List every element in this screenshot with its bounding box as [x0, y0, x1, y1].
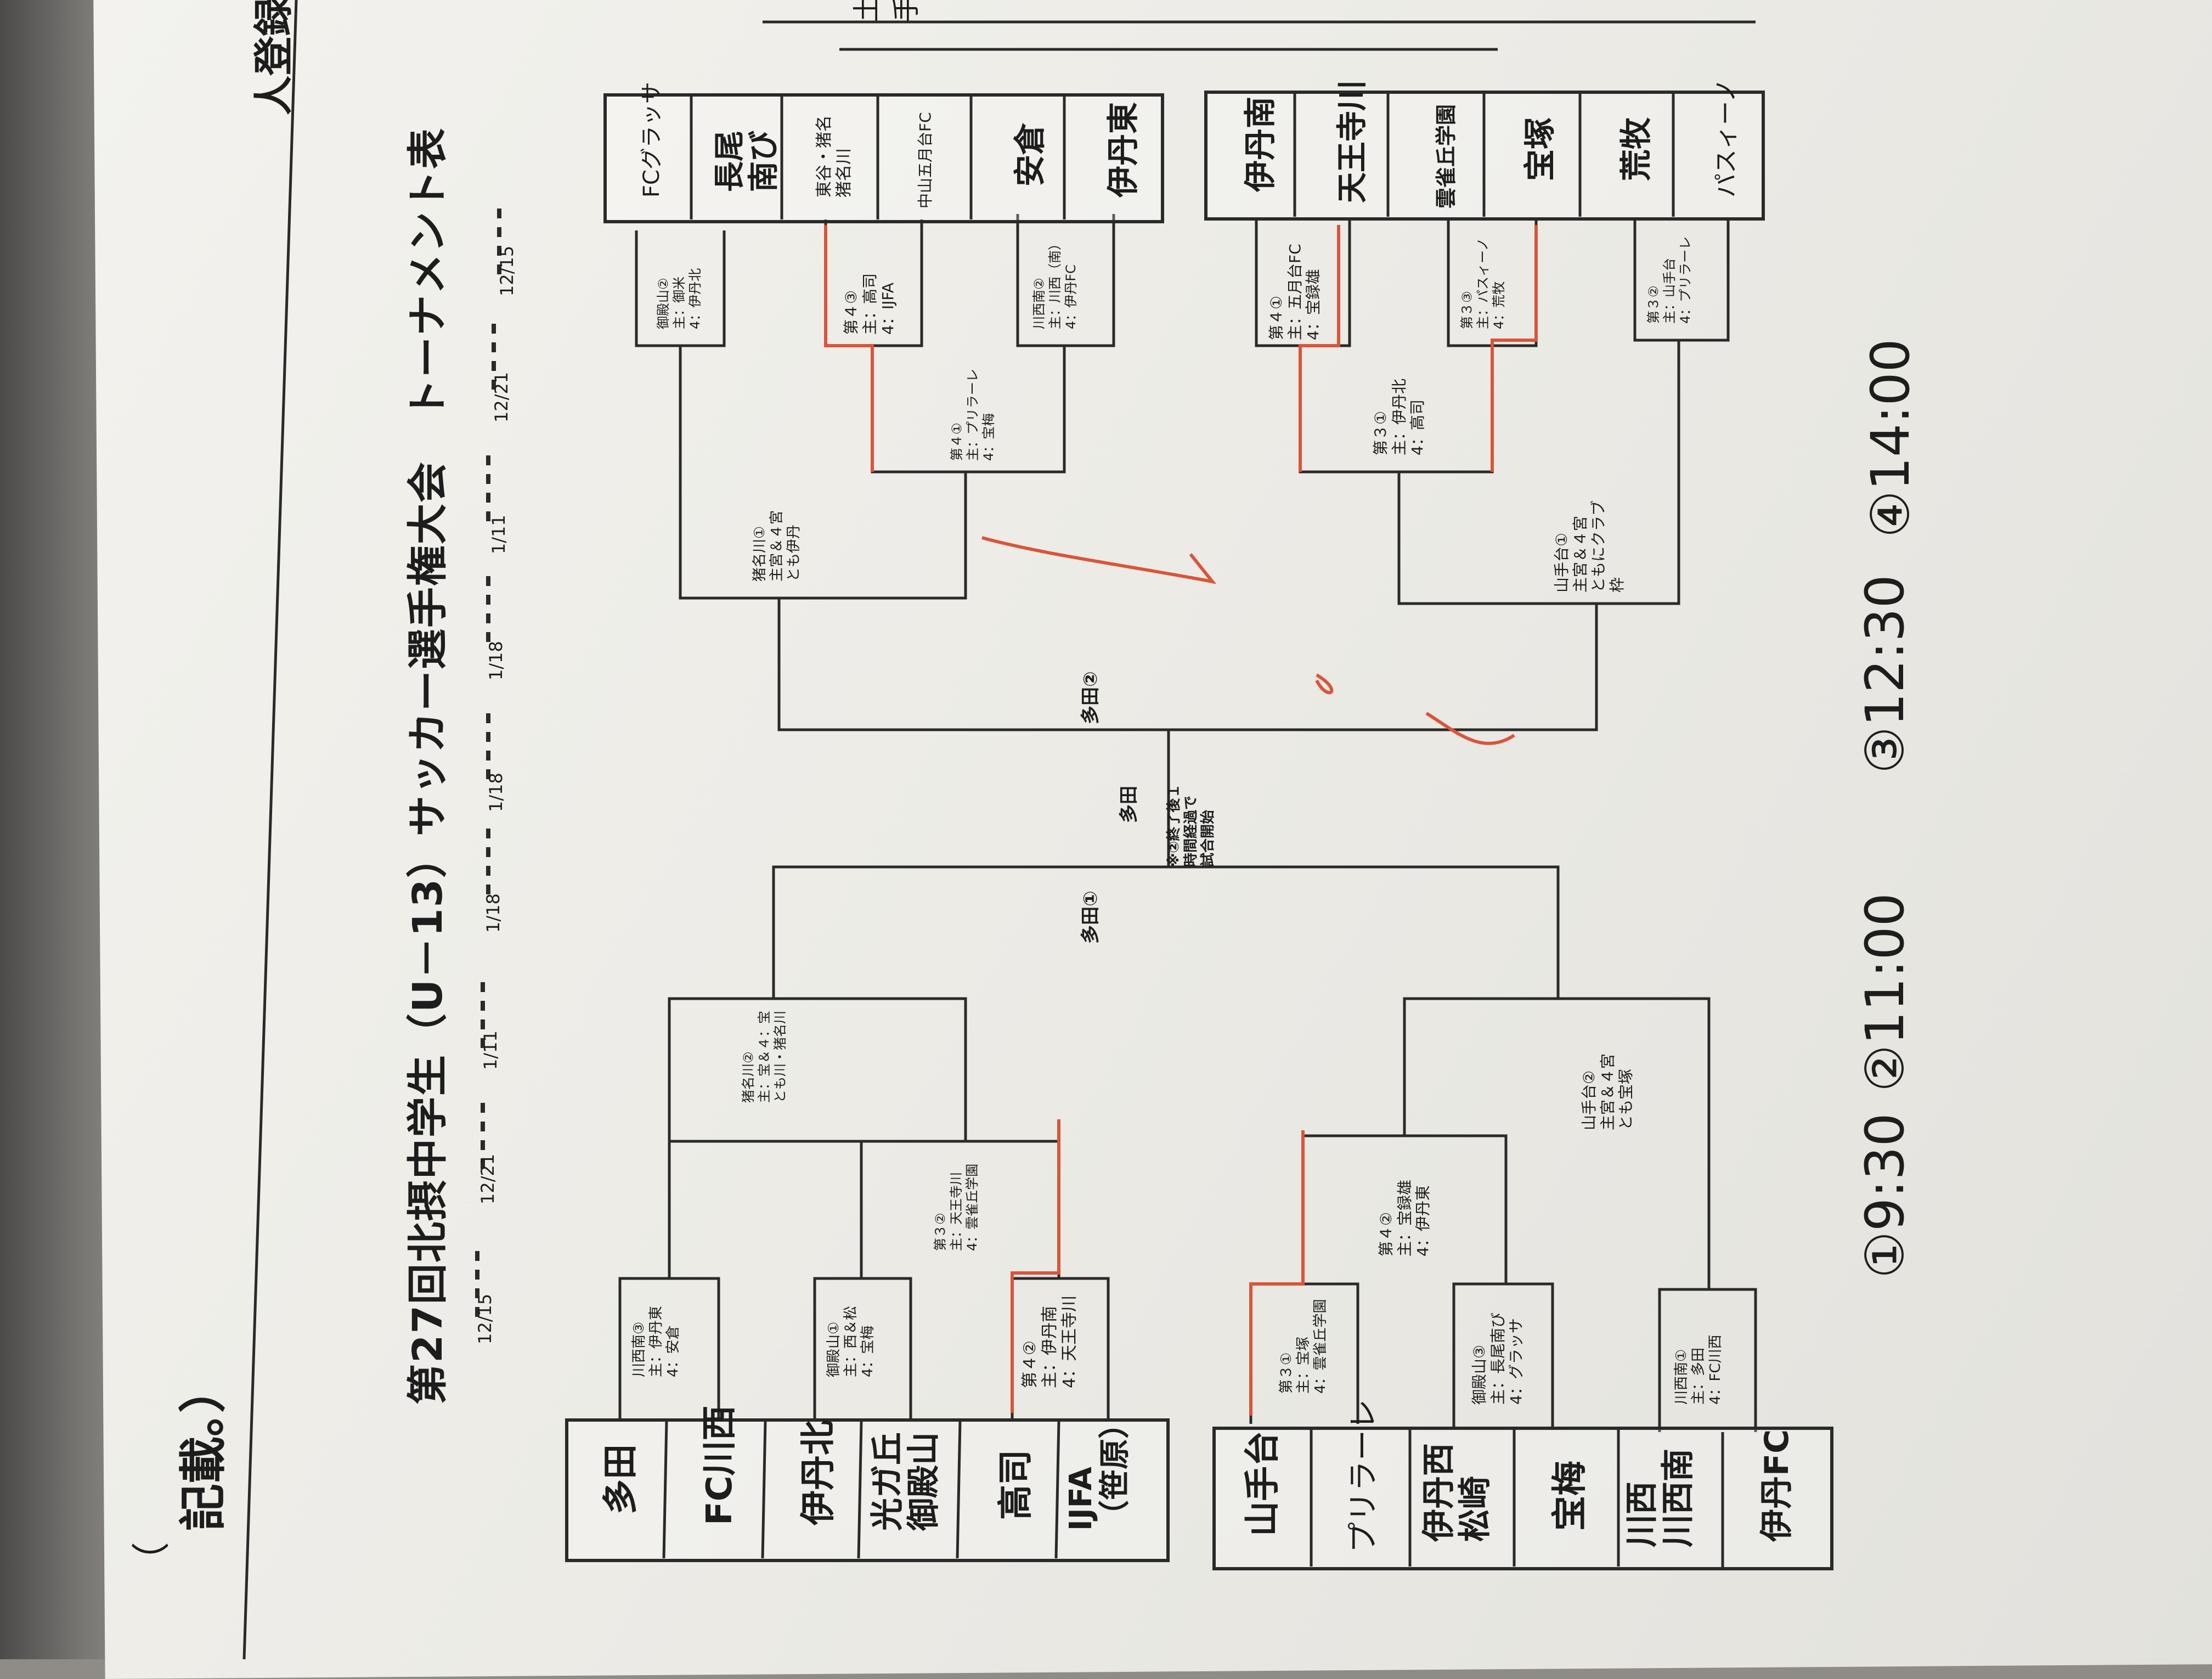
team-block-right-a — [603, 93, 1164, 223]
team-name: 雲雀丘学園 — [1434, 104, 1458, 209]
kickoff-time: ③12:30 — [1854, 574, 1916, 774]
final-venue: 多田 — [1118, 786, 1140, 823]
kickoff-time: ②11:00 — [1854, 893, 1916, 1092]
match-note: 第３① 主：伊丹北 4：高司 — [1372, 378, 1427, 455]
kickoff-time: ④14:00 — [1860, 339, 1921, 538]
match-note: 第４① 主：五月台FC 4：宝録雄 — [1267, 244, 1323, 340]
team-block-left-b — [1212, 1427, 1833, 1570]
match-note: 山手台① 主宮＆４宮 ともにクラブ 枠 — [1553, 500, 1626, 593]
semifinal-right-label: 多田② — [1080, 671, 1102, 724]
team-name: 宝塚 — [1521, 117, 1559, 181]
final-note: ※②終了後１ 時間経過で 試合開始 — [1166, 784, 1217, 867]
team-name: 荒牧 — [1617, 117, 1655, 181]
match-note: 第３② 主：山手台 4：プリラーレ — [1646, 236, 1693, 324]
match-note: 第３③ 主：パスィーノ 4：荒牧 — [1459, 238, 1506, 329]
team-name: パスィーノ — [1712, 78, 1740, 198]
team-name: 天王寺川 — [1335, 80, 1370, 203]
semifinal-left-label: 多田① — [1080, 891, 1102, 944]
kickoff-time: ①9:30 — [1854, 1113, 1916, 1278]
team-name: 伊丹南 — [1242, 96, 1279, 192]
